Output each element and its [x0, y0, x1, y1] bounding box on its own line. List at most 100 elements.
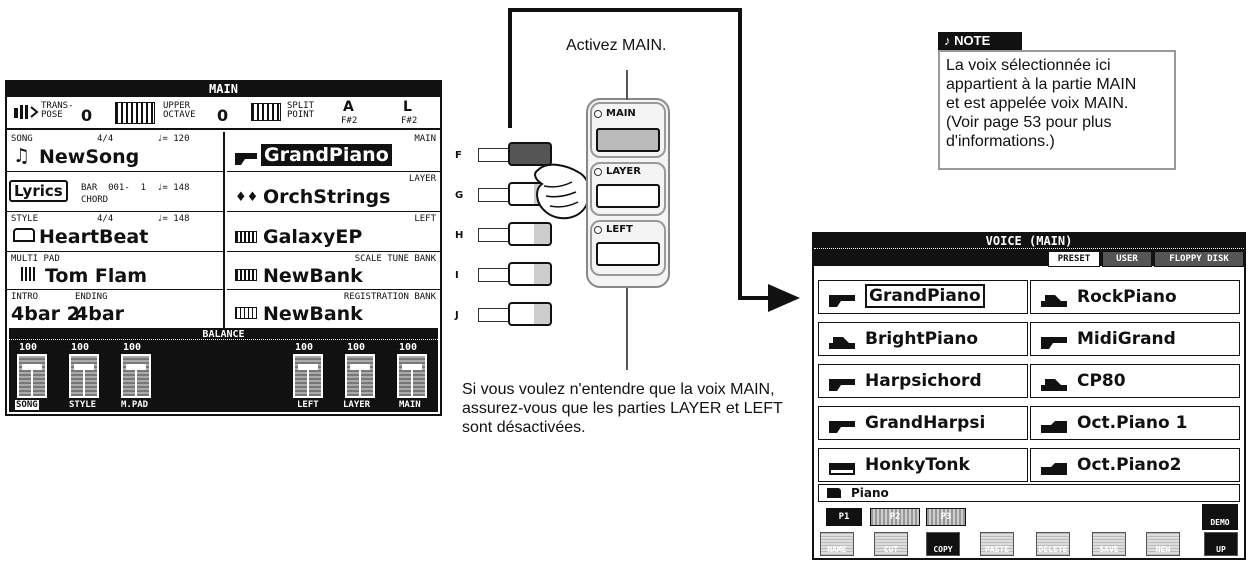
song-meter: 4/4 — [97, 134, 114, 144]
honkytonk-piano-icon — [829, 460, 855, 475]
voice-name: Harpsichord — [865, 371, 982, 391]
key-i-label: I — [455, 270, 459, 281]
key-i-button[interactable] — [508, 262, 552, 286]
scale-tune-name: NewBank — [263, 265, 363, 287]
key-h-label: H — [455, 230, 464, 241]
layer-button-frame — [590, 162, 666, 216]
intro-value: 4bar 2 — [11, 303, 80, 325]
tab-floppy-disk[interactable]: FLOPPY DISK — [1154, 251, 1244, 267]
strings-icon: ♦♦ — [235, 190, 259, 205]
save-button[interactable]: SAVE — [1092, 532, 1126, 556]
song-cell[interactable]: SONG 4/4 ♩= 120 ♫ NewSong — [7, 132, 223, 172]
tab-preset[interactable]: PRESET — [1048, 251, 1100, 267]
upright-piano-icon — [829, 334, 855, 349]
note-box: La voix sélectionnée ici appartient à la… — [938, 50, 1176, 170]
delete-button[interactable]: DELETE — [1036, 532, 1070, 556]
key-f-button[interactable] — [508, 142, 552, 166]
style-icon — [13, 228, 35, 242]
voice-item-harpsichord[interactable]: Harpsichord — [818, 364, 1028, 398]
main-right-column: MAIN GrandPiano LAYER ♦♦ OrchStrings LEF… — [227, 132, 440, 328]
voice-item-grandpiano[interactable]: GrandPiano — [818, 280, 1028, 314]
new-button[interactable]: NEW — [1146, 532, 1180, 556]
fader-left-value: 100 — [295, 342, 314, 353]
voice-main-name: GrandPiano — [261, 144, 392, 166]
voice-display-title: VOICE (MAIN) — [985, 234, 1073, 248]
lyrics-tempo: ♩= 148 — [157, 183, 190, 193]
fader-layer[interactable] — [345, 354, 375, 398]
copy-button[interactable]: COPY — [926, 532, 960, 556]
layer-led-icon — [594, 168, 602, 176]
fader-main[interactable] — [397, 354, 427, 398]
up-button[interactable]: UP — [1204, 532, 1238, 556]
upper-octave-value: 0 — [217, 106, 229, 125]
voice-name: HonkyTonk — [865, 455, 970, 475]
voice-tabs: PRESET USER FLOPPY DISK — [1048, 251, 1244, 267]
balance-divider — [9, 339, 438, 340]
split-keyboard-icon — [251, 103, 281, 121]
voice-name: MidiGrand — [1077, 329, 1176, 349]
layer-button[interactable] — [596, 184, 660, 208]
grand-piano-icon — [1041, 334, 1067, 349]
voice-name: Oct.Piano 1 — [1077, 413, 1188, 433]
registration-name: NewBank — [263, 303, 363, 325]
key-j-button[interactable] — [508, 302, 552, 326]
left-button-label: LEFT — [606, 224, 633, 235]
voice-item-brightpiano[interactable]: BrightPiano — [818, 322, 1028, 356]
fader-song[interactable] — [17, 354, 47, 398]
fader-style-value: 100 — [71, 342, 90, 353]
style-cell[interactable]: STYLE 4/4 ♩= 148 HeartBeat — [7, 212, 223, 252]
voice-main-label: MAIN — [414, 134, 436, 144]
page-tab-3[interactable]: P3 — [926, 508, 966, 526]
page-tab-2[interactable]: P2 — [870, 508, 920, 526]
voice-layer-label: LAYER — [408, 174, 436, 184]
style-tempo: ♩= 148 — [157, 214, 190, 224]
scale-tune-icon — [235, 269, 257, 281]
song-note-icon: ♫ — [13, 145, 31, 167]
fader-left[interactable] — [293, 354, 323, 398]
demo-button[interactable]: DEMO — [1202, 504, 1238, 530]
intro-ending-cell[interactable]: INTRO ENDING 4bar 2 4bar — [7, 290, 223, 328]
lyrics-button[interactable]: Lyrics — [9, 180, 68, 202]
fader-song-label: SONG — [15, 400, 39, 410]
cut-button[interactable]: CUT — [874, 532, 908, 556]
intro-label: INTRO — [11, 292, 39, 302]
multipad-label: MULTI PAD — [11, 254, 60, 264]
fader-mpad[interactable] — [121, 354, 151, 398]
voice-item-cp80[interactable]: CP80 — [1030, 364, 1240, 398]
fader-main-value: 100 — [399, 342, 418, 353]
voice-item-octpiano2[interactable]: Oct.Piano2 — [1030, 448, 1240, 482]
voice-main-cell[interactable]: MAIN GrandPiano — [227, 132, 440, 172]
fader-style[interactable] — [69, 354, 99, 398]
key-g-label: G — [455, 190, 464, 201]
note-header: ♪ NOTE — [938, 32, 1022, 50]
voice-layer-cell[interactable]: LAYER ♦♦ OrchStrings — [227, 172, 440, 212]
page-tab-1[interactable]: P1 — [826, 508, 862, 526]
note-line: La voix sélectionnée ici — [946, 57, 1111, 74]
left-button[interactable] — [596, 242, 660, 266]
voice-item-octpiano1[interactable]: Oct.Piano 1 — [1030, 406, 1240, 440]
electric-piano-icon — [235, 231, 257, 243]
scale-tune-cell[interactable]: SCALE TUNE BANK NewBank — [227, 252, 440, 290]
lyrics-cell[interactable]: Lyrics BAR 001- 1 ♩= 148 CHORD — [7, 172, 223, 212]
voice-item-midigrand[interactable]: MidiGrand — [1030, 322, 1240, 356]
category-bar[interactable]: Piano — [818, 484, 1240, 502]
lyrics-chord: CHORD — [81, 195, 109, 205]
name-button[interactable]: NAME — [820, 532, 854, 556]
key-h-button[interactable] — [508, 222, 552, 246]
hand-icon — [528, 150, 598, 234]
voice-left-cell[interactable]: LEFT GalaxyEP — [227, 212, 440, 252]
fader-layer-value: 100 — [347, 342, 366, 353]
multipad-cell[interactable]: MULTI PAD Tom Flam — [7, 252, 223, 290]
voice-layer-name: OrchStrings — [263, 186, 391, 208]
voice-item-grandharpsi[interactable]: GrandHarpsi — [818, 406, 1028, 440]
main-button[interactable] — [596, 128, 660, 152]
voice-item-honkytonk[interactable]: HonkyTonk — [818, 448, 1028, 482]
note-line: et est appelée voix MAIN. — [946, 95, 1129, 112]
registration-cell[interactable]: REGISTRATION BANK NewBank — [227, 290, 440, 328]
tab-user[interactable]: USER — [1102, 251, 1152, 267]
main-button-frame — [590, 102, 666, 158]
split-a-value: F#2 — [341, 116, 358, 126]
voice-item-rockpiano[interactable]: RockPiano — [1030, 280, 1240, 314]
song-name: NewSong — [39, 146, 140, 168]
paste-button[interactable]: PASTE — [980, 532, 1014, 556]
